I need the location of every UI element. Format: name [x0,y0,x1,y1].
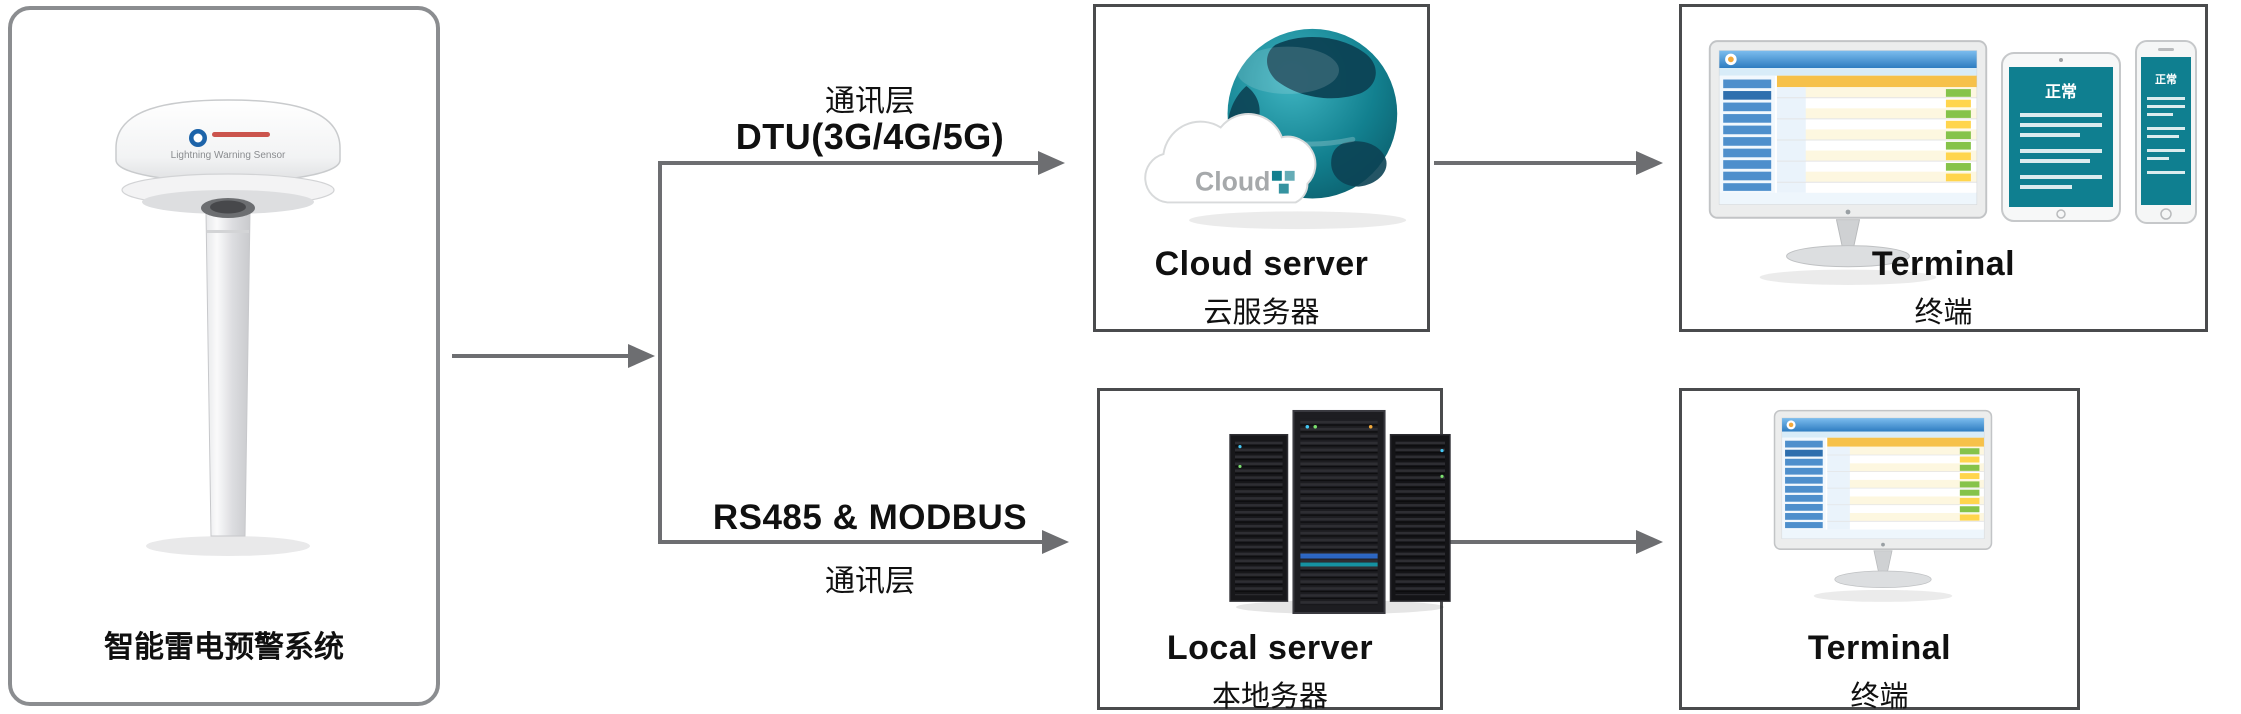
connector-bottom-branch [658,540,1042,544]
cloud-word-text: Cloud [1195,167,1270,197]
top-link-label-1: 通讯层 [825,85,915,118]
arrowhead-to-terminal-bottom [1636,530,1663,554]
terminal-bottom-node: Terminal 终端 [1679,388,2080,713]
cloud-server-title: Cloud server [1154,245,1369,283]
terminal-top-node: 正常 正常 Terminal 终端 [1679,4,2208,332]
connector-branch-vertical [658,161,662,544]
local-server-title: Local server [1166,629,1374,667]
monitor-illustration [1708,40,1988,285]
lightning-sensor-illustration: Lightning Warning Sensor [115,99,341,556]
local-server-subtitle: 本地务器 [1211,681,1328,713]
arrowhead-device-to-branch [628,344,655,368]
tablet-illustration: 正常 [2001,52,2121,222]
terminal-bottom-subtitle: 终端 [1850,681,1909,713]
connector-local-to-terminal [1445,540,1636,544]
terminal-bottom-title: Terminal [1807,629,1952,667]
terminal-top-subtitle: 终端 [1914,297,1973,329]
lightning-sensor-panel: Lightning Warning Sensor 智能雷电预警系统 [8,6,440,706]
connector-device-line [452,354,628,358]
cloud-server-subtitle: 云服务器 [1203,297,1320,329]
arrowhead-to-cloud-server [1038,151,1065,175]
bottom-link-label-2: 通讯层 [825,565,915,598]
server-rack-illustration [1229,409,1451,615]
cloud-server-node: Cloud Cloud server 云服务器 [1093,4,1430,332]
bottom-link-label-1: RS485 & MODBUS [712,498,1028,537]
connector-cloud-to-terminal [1434,161,1636,165]
phone-illustration: 正常 [2135,40,2197,224]
connector-top-branch [658,161,1038,165]
arrowhead-to-local-server [1042,530,1069,554]
tablet-status-text: 正常 [2045,82,2077,101]
device-label: 智能雷电预警系统 [104,631,344,664]
phone-status-text: 正常 [2155,72,2177,86]
device-model-text: Lightning Warning Sensor [171,150,286,161]
top-link-label-2: DTU(3G/4G/5G) [735,116,1005,157]
local-server-node: Local server 本地务器 [1097,388,1451,713]
monitor-illustration [1773,409,1993,602]
terminal-top-title: Terminal [1871,245,2016,283]
cloud-globe-illustration: Cloud [1144,28,1407,230]
arrowhead-to-terminal-top [1636,151,1663,175]
